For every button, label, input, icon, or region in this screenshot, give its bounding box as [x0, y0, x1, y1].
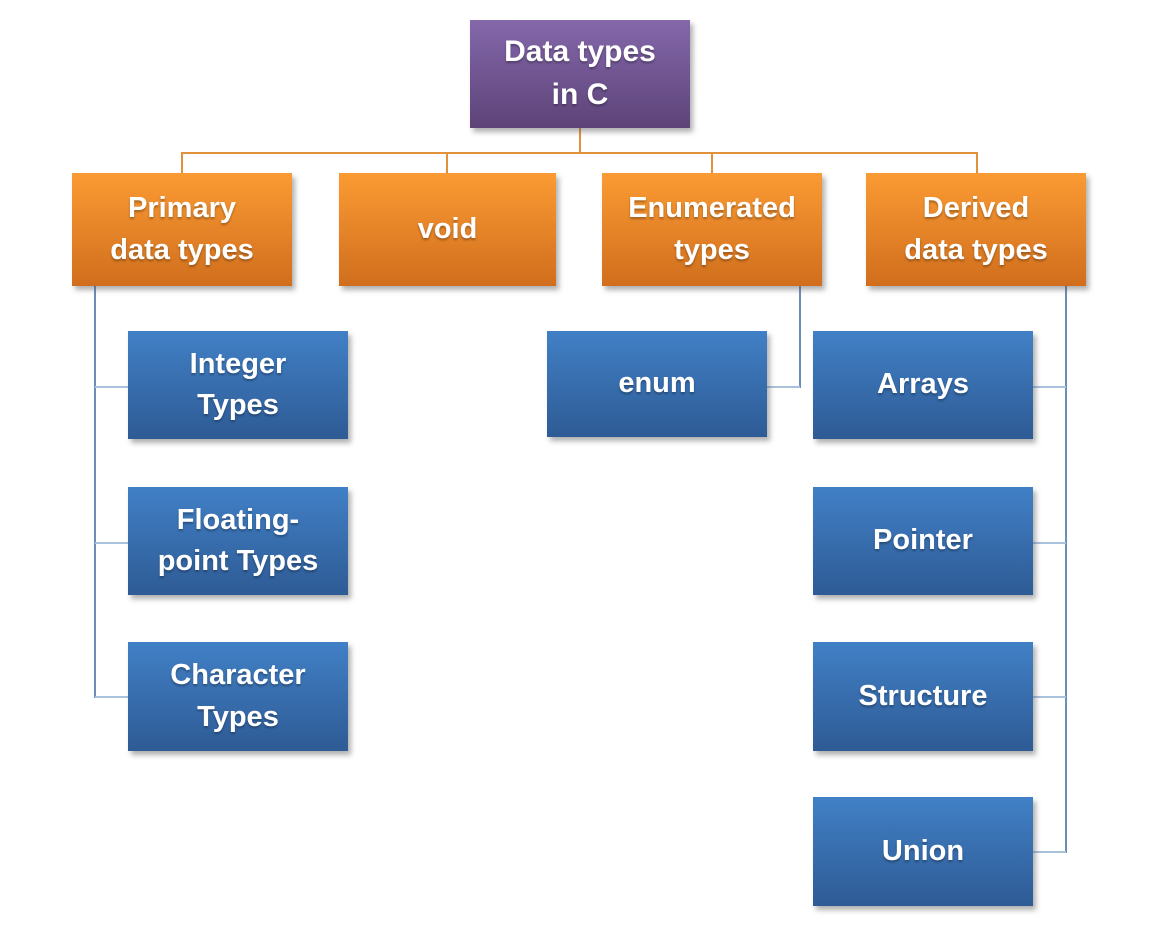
connector-stub-floating [95, 542, 129, 544]
node-integer-types: Integer Types [128, 331, 348, 439]
node-enum: enum [547, 331, 767, 437]
node-derived-data-types: Derived data types [866, 173, 1086, 286]
connector-drop-primary [181, 152, 183, 174]
node-primary-data-types: Primary data types [72, 173, 292, 286]
connector-stub-pointer [1032, 542, 1066, 544]
connector-stub-structure [1032, 696, 1066, 698]
node-void: void [339, 173, 556, 286]
connector-level1-horizontal [181, 152, 978, 154]
node-floating-point-types: Floating- point Types [128, 487, 348, 595]
node-enumerated-types: Enumerated types [602, 173, 822, 286]
connector-stub-arrays [1032, 386, 1066, 388]
connector-drop-void [446, 152, 448, 174]
connector-primary-vertical [94, 285, 96, 698]
connector-drop-derived [976, 152, 978, 174]
connector-root-stem [579, 128, 581, 154]
connector-enumerated-vertical [799, 285, 801, 388]
connector-stub-enum [766, 386, 800, 388]
connector-stub-character [95, 696, 129, 698]
connector-stub-union [1032, 851, 1066, 853]
node-character-types: Character Types [128, 642, 348, 751]
node-union: Union [813, 797, 1033, 906]
node-pointer: Pointer [813, 487, 1033, 595]
connector-derived-vertical [1065, 285, 1067, 853]
node-data-types-in-c: Data types in C [470, 20, 690, 128]
node-arrays: Arrays [813, 331, 1033, 439]
connector-drop-enumerated [711, 152, 713, 174]
node-structure: Structure [813, 642, 1033, 751]
connector-stub-integer [95, 386, 129, 388]
